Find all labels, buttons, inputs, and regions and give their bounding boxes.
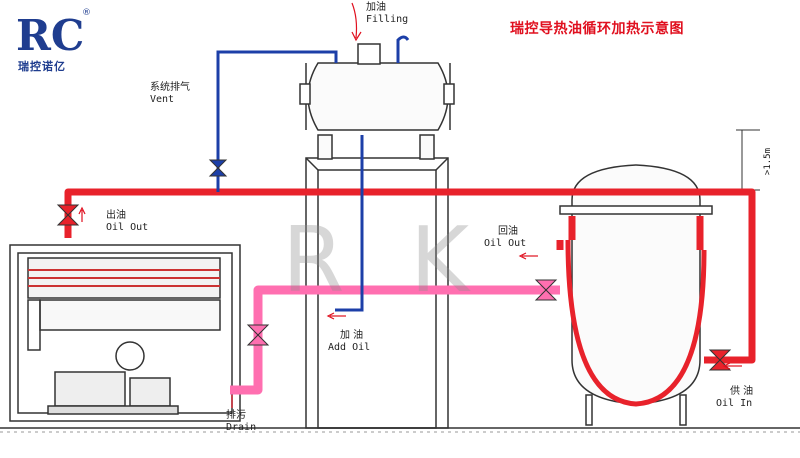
label-oil-out-right: 回油 Oil Out (484, 226, 527, 249)
return-oil-pipe (230, 285, 560, 395)
watermark-letter-r: R (282, 208, 345, 313)
reactor-vessel (559, 129, 760, 426)
label-height: >1.5m (763, 148, 773, 176)
label-drain: 排污 Drain (226, 410, 257, 433)
logo-text: 瑞控诺亿 (18, 60, 66, 73)
label-oil-in: 供 油 Oil In (716, 386, 754, 409)
flow-arrows (78, 2, 742, 408)
label-vent: 系统排气 Vent (150, 82, 190, 105)
watermark-letter-k: K (410, 208, 470, 313)
diagram-title: 瑞控导热油循环加热示意图 (510, 21, 684, 37)
expansion-tank (299, 43, 455, 160)
logo-mark-text: RC (16, 11, 84, 60)
cold-oil-pipe (216, 35, 410, 312)
logo-mark: RC (14, 11, 84, 60)
label-add-oil: 加 油 Add Oil (328, 330, 371, 353)
logo-registered-mark: ® (82, 8, 91, 18)
label-oil-out-left: 出油 Oil Out (106, 210, 149, 233)
heater-cabinet (9, 244, 241, 422)
label-filling: 加油 Filling (366, 2, 409, 25)
valves (56, 159, 732, 371)
